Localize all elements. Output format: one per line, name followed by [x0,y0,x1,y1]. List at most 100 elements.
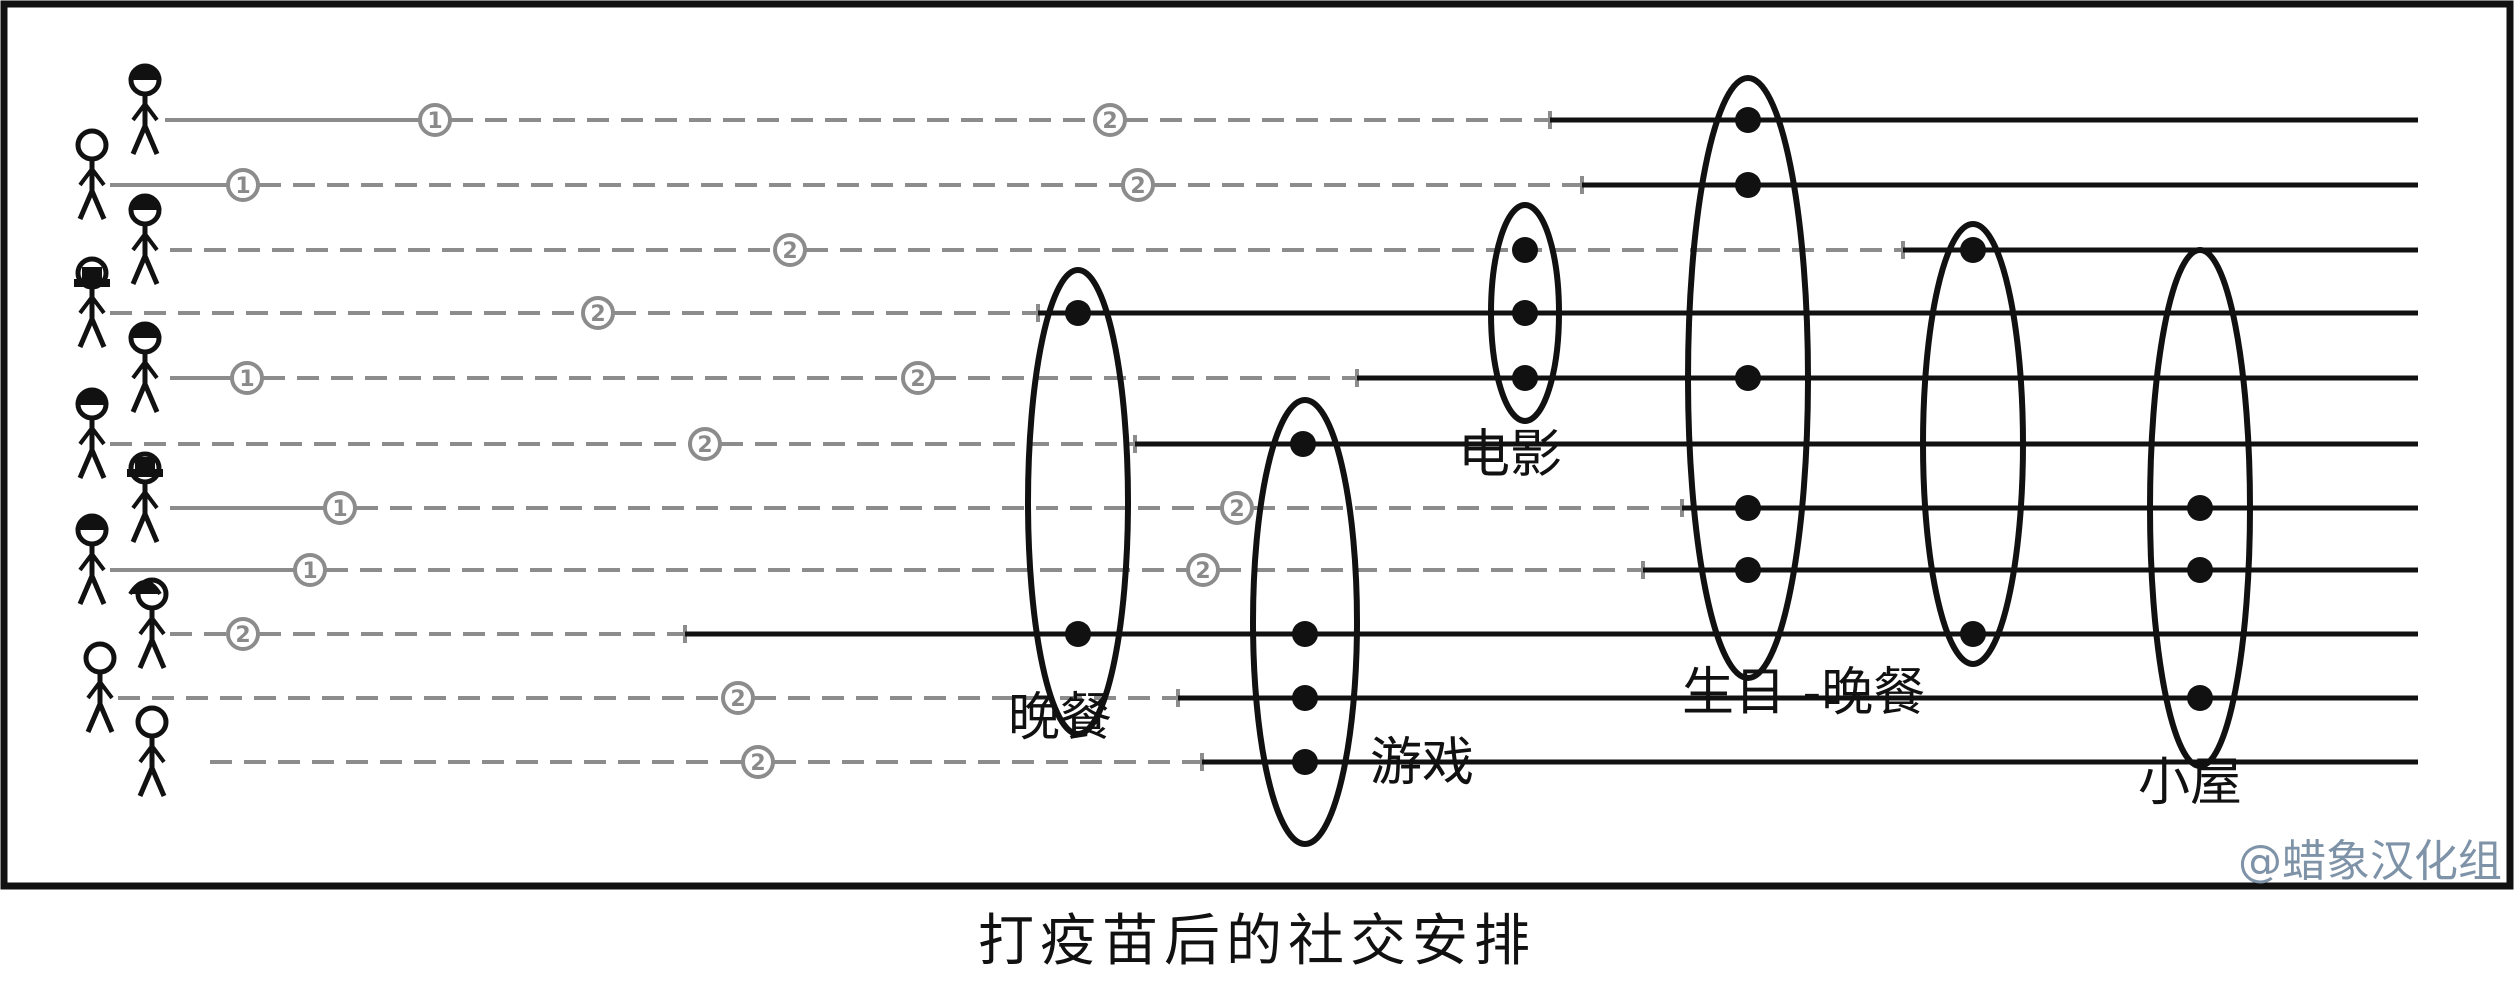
dose2-marker-number: 2 [235,623,250,648]
right-leg [89,449,107,479]
dose2-marker: 2 [226,617,260,651]
dose1-marker-number: 1 [427,109,442,134]
dose2-marker-circle [721,681,755,715]
hat-brim [74,279,110,287]
events-layer [1025,75,2253,847]
right-leg [149,639,167,669]
stick-figure-person [75,128,109,220]
event-label-birthday-dinner: 生日 -晚餐 [1682,663,1925,723]
right-arm [143,102,159,122]
left-leg [130,513,148,543]
left-leg [77,318,95,348]
attendee-dot [1512,300,1538,326]
dose1-marker: 1 [230,361,264,395]
attendee-dot [1735,557,1761,583]
dose2-marker-circle [773,233,807,267]
right-arm [143,360,159,380]
attendee-dot [1065,300,1091,326]
dose2-marker: 2 [721,681,755,715]
dose1-marker-number: 1 [332,497,347,522]
hat-crown [135,457,155,471]
dose2-marker-circle [688,427,722,461]
left-arm [78,167,94,187]
left-arm [138,744,154,764]
attendee-dot [1065,621,1091,647]
right-leg [89,575,107,605]
dose2-marker-number: 2 [697,433,712,458]
dose2-marker-circle [901,361,935,395]
dose2-marker-number: 2 [750,751,765,776]
dose1-marker: 1 [293,553,327,587]
dose2-marker: 2 [1093,103,1127,137]
stick-figure-person [75,513,109,605]
dose2-marker-circle [1121,168,1155,202]
dose2-marker-circle [741,745,775,779]
attendee-dot [1292,749,1318,775]
left-arm [86,680,102,700]
dose2-marker: 2 [581,296,615,330]
attendee-dot [1735,365,1761,391]
left-arm [131,102,147,122]
dose2-marker: 2 [1186,553,1220,587]
birthday-dinner-event-oval [1920,221,2026,667]
dose2-marker: 2 [688,427,722,461]
people-layer [74,63,169,797]
right-leg [142,125,160,155]
dose2-marker: 2 [741,745,775,779]
hat-crown [82,267,102,281]
dose2-marker-number: 2 [730,687,745,712]
right-leg [89,190,107,220]
right-leg [142,255,160,285]
attendee-dot [1512,365,1538,391]
right-arm [143,490,159,510]
right-arm [90,426,106,446]
dose1-marker-number: 1 [302,559,317,584]
dose2-marker-number: 2 [590,302,605,327]
hair [128,324,162,340]
dose2-marker: 2 [773,233,807,267]
attendee-dot [2187,557,2213,583]
attendee-dot [2187,495,2213,521]
dose1-marker-circle [230,361,264,395]
dose1-marker-circle [323,491,357,525]
right-leg [142,383,160,413]
watermark: @蜡象汉化组 [2238,836,2502,887]
hair [128,66,162,82]
dose2-marker-circle [226,617,260,651]
attendee-dot [1960,621,1986,647]
attendee-dot [1512,237,1538,263]
hair [75,516,109,532]
left-arm [78,426,94,446]
left-leg [85,703,103,733]
dose2-marker-number: 2 [1195,559,1210,584]
dose2-marker-circle [1186,553,1220,587]
event-label-cabin: 小屋 [2138,753,2242,813]
left-arm [138,616,154,636]
right-leg [142,513,160,543]
attendee-dot [1735,107,1761,133]
cabin-event-oval [2147,247,2253,769]
attendee-dot [1292,685,1318,711]
left-arm [131,490,147,510]
right-arm [90,167,106,187]
stick-figure-person [135,705,169,797]
stick-figure-person [83,641,117,733]
dinner-event-oval [1025,267,1131,737]
dose2-marker-circle [1220,491,1254,525]
dose1-marker: 1 [323,491,357,525]
dose1-marker-circle [418,103,452,137]
right-arm [150,744,166,764]
left-leg [77,190,95,220]
dose1-marker-number: 1 [239,367,254,392]
left-leg [130,125,148,155]
dose1-marker: 1 [418,103,452,137]
attendee-dot [1960,237,1986,263]
dose1-marker-circle [226,168,260,202]
right-arm [98,680,114,700]
left-arm [131,232,147,252]
dose2-marker-number: 2 [1229,497,1244,522]
attendee-dot [1735,172,1761,198]
left-leg [130,383,148,413]
left-leg [137,767,155,797]
